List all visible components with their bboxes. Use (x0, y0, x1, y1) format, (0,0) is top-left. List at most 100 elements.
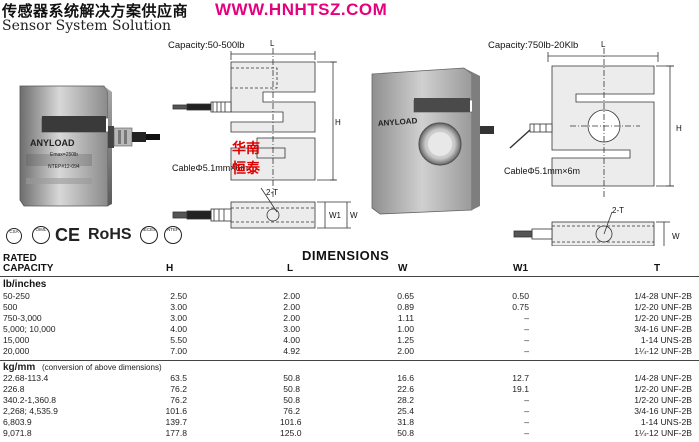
cell-l: 2.00 (283, 291, 300, 301)
table-row: 6,803.9 139.7 101.6 31.8 – 1-14 UNS-2B (0, 417, 699, 428)
table-header-line2: CAPACITY H L W W1 T (0, 263, 699, 274)
oiml-badge-icon: OIML (32, 226, 50, 244)
cell-t: 1/4-28 UNF-2B (634, 373, 692, 383)
table-row: 2,268; 4,535.9 101.6 76.2 25.4 – 3/4-16 … (0, 406, 699, 417)
cable-spec-left: CableΦ5.1mm×6m (172, 163, 248, 173)
cell-t: 1¼-12 UNF-2B (634, 428, 692, 438)
product-brand-engraving-large: ANYLOAD (378, 116, 418, 128)
cell-w: 1.11 (397, 313, 414, 323)
cell-l: 4.92 (283, 346, 300, 356)
cell-t: 1/2-20 UNF-2B (634, 313, 692, 323)
header-rated: RATED (3, 253, 37, 264)
dim-label-l-right: L (601, 40, 606, 49)
cell-w1: 12.7 (512, 373, 529, 383)
header-w1: W1 (513, 263, 528, 274)
table-row: 226.8 76.2 50.8 22.6 19.1 1/2-20 UNF-2B (0, 384, 699, 395)
section-metric-note: (conversion of above dimensions) (42, 363, 162, 372)
cell-capacity: 2,268; 4,535.9 (3, 406, 58, 416)
cell-w1: – (524, 395, 529, 405)
capacity-label-left: Capacity:50-500lb (168, 40, 245, 51)
section-imperial-label: lb/inches (3, 279, 47, 290)
cell-w: 50.8 (397, 428, 414, 438)
website-url[interactable]: WWW.HNHTSZ.COM (215, 0, 388, 19)
cell-h: 7.00 (170, 346, 187, 356)
cell-h: 3.00 (170, 313, 187, 323)
cell-h: 76.2 (170, 384, 187, 394)
cell-w: 1.25 (397, 335, 414, 345)
header-h: H (166, 263, 174, 274)
rohs-mark-icon: RoHS (88, 226, 132, 243)
table-header-line1: RATED (0, 253, 699, 264)
table-rule-mid (0, 360, 699, 361)
cell-l: 2.00 (283, 302, 300, 312)
stamp-text-line2: 恒泰 (232, 161, 260, 177)
table-row: 9,071.8 177.8 125.0 50.8 – 1¼-12 UNF-2B (0, 428, 699, 439)
thread-label-left: 2-T (266, 188, 278, 197)
table-row: 340.2-1,360.8 76.2 50.8 28.2 – 1/2-20 UN… (0, 395, 699, 406)
ce-mark-icon: CE (55, 225, 81, 245)
cell-h: 5.50 (170, 335, 187, 345)
header-w: W (398, 263, 408, 274)
header-t: T (654, 263, 661, 274)
cell-l: 76.2 (283, 406, 300, 416)
header-capacity: CAPACITY (3, 263, 54, 274)
cell-l: 50.8 (283, 373, 300, 383)
cell-capacity: 50-250 (3, 291, 30, 301)
cell-w: 31.8 (397, 417, 414, 427)
cell-w: 0.65 (397, 291, 414, 301)
cell-capacity: 22.68-113.4 (3, 373, 49, 383)
section-metric-label: kg/mm (3, 362, 36, 373)
cell-h: 76.2 (170, 395, 187, 405)
technical-drawing-left (172, 48, 351, 229)
dim-label-w1-left: W1 (329, 211, 341, 220)
cell-w1: – (524, 346, 529, 356)
product-label-ntep: NTEP#12-094 (48, 164, 80, 170)
cell-l: 125.0 (280, 428, 302, 438)
dim-label-w-left: W (350, 211, 358, 220)
cell-capacity: 750-3,000 (3, 313, 42, 323)
cell-h: 63.5 (170, 373, 187, 383)
capacity-label-right: Capacity:750lb-20Klb (488, 40, 579, 51)
cell-capacity: 15,000 (3, 335, 30, 345)
cell-w: 25.4 (397, 406, 414, 416)
cell-h: 139.7 (165, 417, 187, 427)
product-photo-small-s-beam: ANYLOAD Emax=250lb NTEP#12-094 (19, 85, 160, 207)
cell-w1: – (524, 335, 529, 345)
cell-capacity: 6,803.9 (3, 417, 32, 427)
table-row: 20,000 7.00 4.92 2.00 – 1¼-12 UNF-2B (0, 346, 699, 357)
product-photo-large-s-beam: ANYLOAD (371, 67, 494, 215)
dimensions-title: DIMENSIONS (302, 248, 390, 263)
cell-h: 177.8 (165, 428, 187, 438)
csa-badge-icon: CSA (6, 228, 22, 244)
cell-w1: – (524, 324, 529, 334)
cell-w: 16.6 (397, 373, 414, 383)
cell-h: 4.00 (170, 324, 187, 334)
iecex-badge-icon: IECEx (140, 226, 158, 244)
table-row: 5,000; 10,000 4.00 3.00 1.00 – 3/4-16 UN… (0, 324, 699, 335)
cell-t: 1-14 UNS-2B (640, 335, 692, 345)
cell-h: 2.50 (170, 291, 187, 301)
cell-capacity: 20,000 (3, 346, 30, 356)
cell-t: 1/4-28 UNF-2B (634, 291, 692, 301)
cell-w1: – (524, 406, 529, 416)
cell-t: 1-14 UNS-2B (640, 417, 692, 427)
cell-w1: – (524, 428, 529, 438)
company-name-english: Sensor System Solution (2, 18, 172, 34)
cell-h: 3.00 (170, 302, 187, 312)
cell-t: 1¼-12 UNF-2B (634, 346, 692, 356)
cell-t: 3/4-16 UNF-2B (634, 324, 692, 334)
thread-label-right: 2-T (612, 206, 624, 215)
cell-capacity: 500 (3, 302, 18, 312)
cell-w1: – (524, 417, 529, 427)
cell-l: 50.8 (283, 395, 300, 405)
product-label-emax: Emax=250lb (50, 152, 78, 158)
cell-l: 50.8 (283, 384, 300, 394)
section-imperial: lb/inches (0, 279, 699, 290)
product-brand-engraving: ANYLOAD (30, 138, 75, 148)
cell-l: 4.00 (283, 335, 300, 345)
cell-w1: 19.1 (512, 384, 529, 394)
cell-w: 22.6 (397, 384, 414, 394)
cell-w1: 0.50 (512, 291, 529, 301)
cell-capacity: 226.8 (3, 384, 25, 394)
technical-drawing-right (509, 48, 674, 246)
